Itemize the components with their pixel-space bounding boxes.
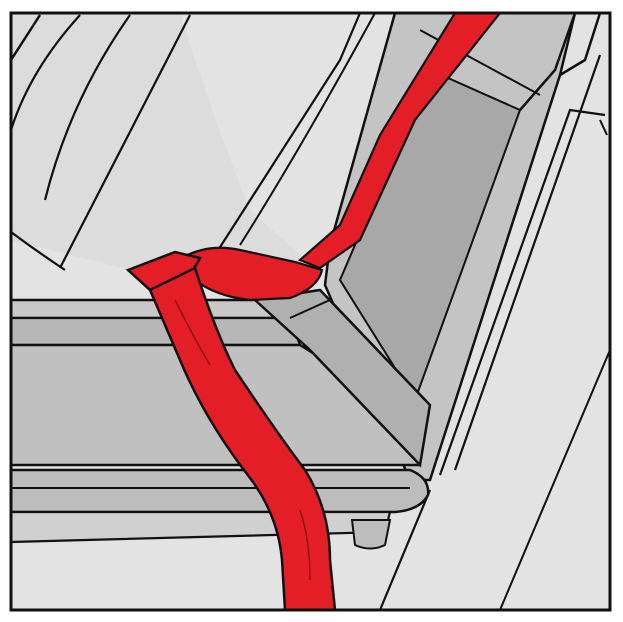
seat-foot — [352, 520, 390, 549]
seat-base-front — [11, 318, 300, 345]
seat-base-top — [11, 300, 290, 318]
seat-rail — [11, 470, 428, 512]
